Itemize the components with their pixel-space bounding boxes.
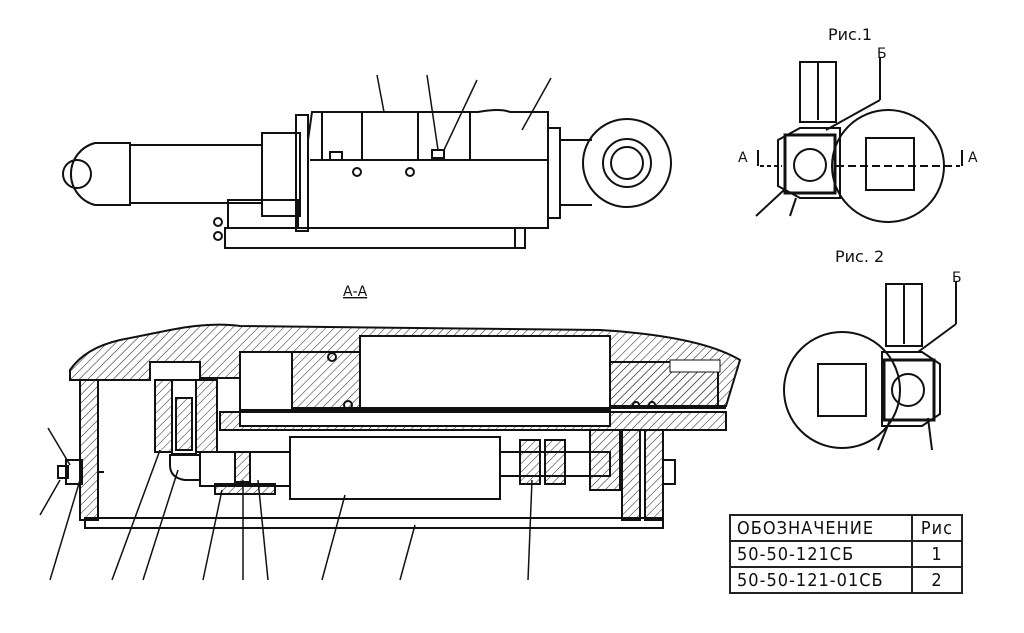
- section-view: [57, 323, 742, 529]
- table-row: 50-50-121СБ 1: [729, 540, 963, 568]
- cell-designation: 50-50-121-01СБ: [729, 566, 913, 594]
- header-designation: ОБОЗНАЧЕНИЕ: [729, 514, 913, 542]
- cylinder-side-view: [62, 109, 672, 249]
- cell-figure: 1: [911, 540, 963, 568]
- figure-1-view: [755, 58, 963, 223]
- table-header-row: ОБОЗНАЧЕНИЕ Рис: [729, 514, 963, 542]
- callout-b-fig1: Б: [877, 46, 887, 62]
- callout-b-fig2: Б: [952, 270, 962, 286]
- header-figure: Рис: [911, 514, 963, 542]
- table-row: 50-50-121-01СБ 2: [729, 566, 963, 594]
- section-mark-right: А: [968, 150, 978, 166]
- leader-lines-section: [39, 427, 533, 581]
- section-title: А-А: [343, 284, 368, 300]
- section-mark-left: А: [738, 150, 748, 166]
- leader-lines-top: [376, 74, 552, 151]
- figure-2-title: Рис. 2: [835, 247, 884, 266]
- specification-table: ОБОЗНАЧЕНИЕ Рис 50-50-121СБ 1 50-50-121-…: [729, 514, 963, 594]
- cell-figure: 2: [911, 566, 963, 594]
- figure-1-title: Рис.1: [828, 25, 872, 44]
- cell-designation: 50-50-121СБ: [729, 540, 913, 568]
- figure-2-view: [783, 282, 957, 451]
